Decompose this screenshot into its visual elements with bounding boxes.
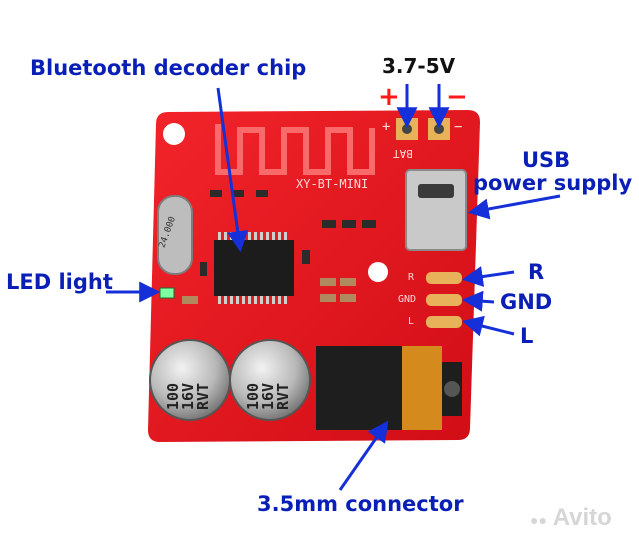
label-usb: USB: [522, 148, 571, 172]
silk-pad-r: R: [408, 272, 415, 283]
arrow-gnd: [461, 290, 495, 312]
label-power-supply: power supply: [473, 171, 633, 195]
silk-board-name: XY-BT-MINI: [296, 177, 369, 191]
antenna-trace: [215, 124, 375, 175]
arrow-usb: [467, 194, 561, 220]
smd-caps: [182, 278, 356, 304]
cap-line: RVT: [274, 382, 292, 410]
avito-watermark: ●● Avito: [530, 504, 612, 532]
decoder-chip: [214, 232, 294, 304]
crystal: [157, 195, 193, 275]
pad-r: [426, 272, 462, 284]
cap-right-text: 100 16V RVT: [244, 350, 292, 410]
label-chip: Bluetooth decoder chip: [30, 56, 307, 80]
arrow-l: [461, 315, 515, 337]
label-r: R: [528, 260, 545, 284]
cap-left-text: 100 16V RVT: [164, 350, 212, 410]
pad-l: [426, 316, 462, 328]
label-gnd: GND: [500, 290, 553, 314]
mount-hole: [368, 262, 388, 282]
usb-port: [405, 169, 467, 251]
label-voltage: 3.7-5V: [382, 54, 456, 78]
silk-bat-plus: +: [382, 119, 391, 135]
label-l: L: [520, 324, 534, 348]
capacitor-right: [229, 339, 311, 421]
arrow-connector: [338, 420, 389, 491]
mount-hole: [163, 123, 185, 145]
label-connector: 3.5mm connector: [257, 492, 464, 516]
silk-pad-gnd: GND: [398, 294, 417, 305]
label-plus: +: [378, 82, 400, 112]
label-led: LED light: [6, 270, 113, 294]
silk-bat-minus: −: [454, 119, 463, 135]
pad-gnd: [426, 294, 462, 306]
arrow-chip: [216, 87, 249, 253]
silk-pad-l: L: [408, 316, 415, 327]
arrow-r: [461, 266, 515, 287]
smd-parts: [200, 190, 376, 276]
avito-text: Avito: [552, 504, 612, 531]
avito-dots-icon: ●●: [530, 512, 547, 528]
label-minus: −: [446, 82, 468, 112]
led-light: [159, 287, 175, 299]
audio-jack: [316, 346, 462, 430]
silk-bat: BAT: [393, 147, 413, 160]
cap-line: RVT: [194, 382, 212, 410]
